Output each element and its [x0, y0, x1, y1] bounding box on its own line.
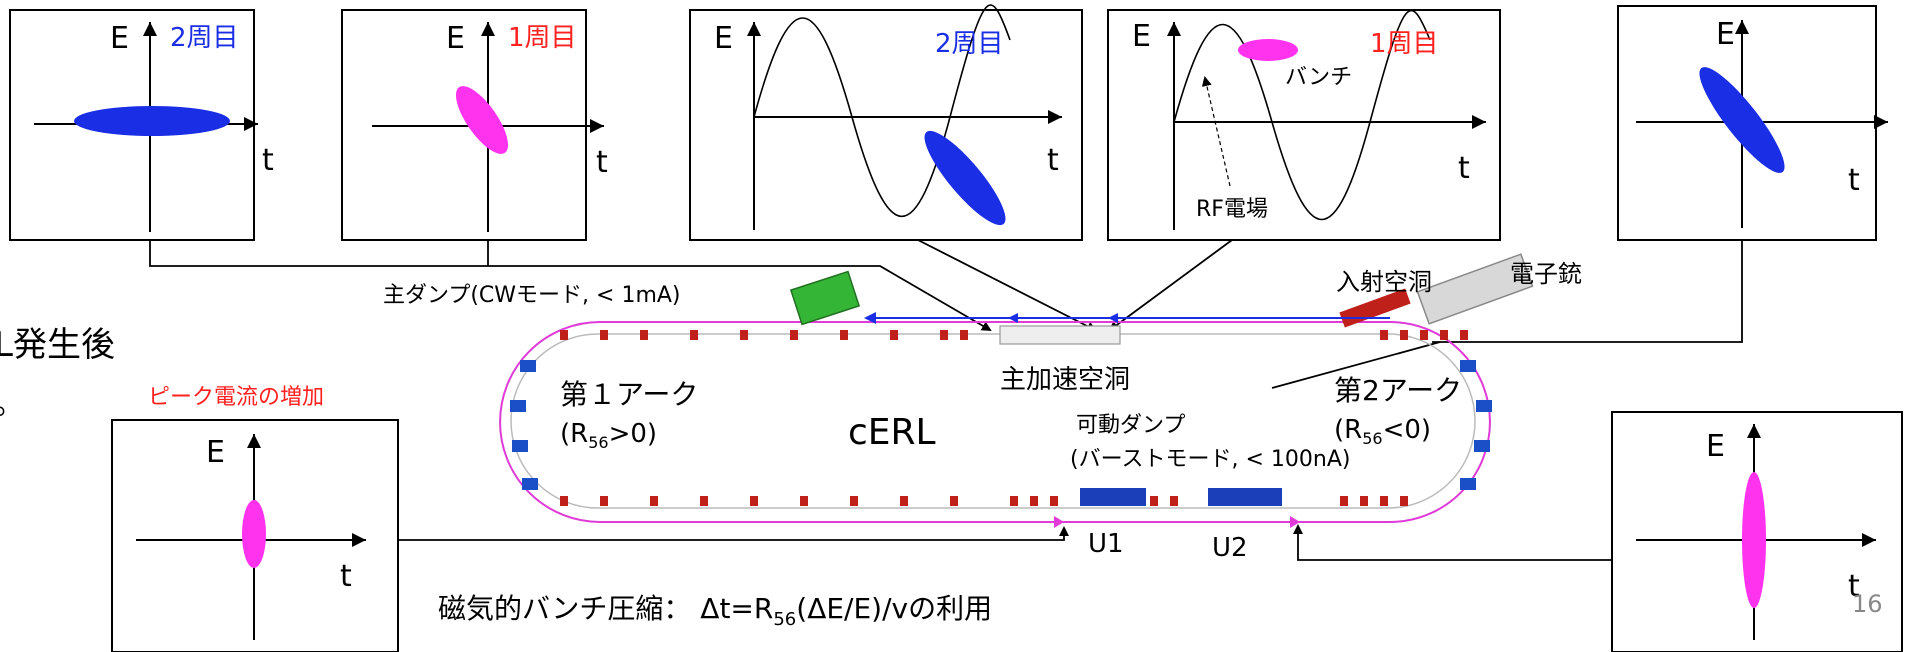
phase-space-panel-2: E t 1周目 [341, 9, 608, 241]
undulator-u2 [1208, 488, 1282, 506]
peak-current-label: ピーク電流の増加 [148, 385, 324, 410]
time-axis-label: t [1458, 151, 1470, 186]
main-dump-block [789, 270, 861, 326]
bunch-ellipse [74, 106, 230, 136]
bunch-ellipse [1238, 39, 1298, 61]
turn-label: 1周目 [508, 23, 577, 53]
u2-label: U2 [1212, 533, 1248, 563]
undulator-u1 [1080, 488, 1146, 506]
rf-sine-wave [1173, 9, 1431, 221]
rf-field-pointer [1201, 76, 1231, 187]
u1-label: U1 [1088, 529, 1124, 559]
cerl-label: cERL [848, 412, 936, 453]
electron-gun-block [1416, 253, 1534, 325]
page-number: 16 [1852, 590, 1883, 618]
injector-cavity-label: 入射空洞 [1336, 268, 1432, 296]
phase-space-panel-7: E t [1611, 411, 1903, 652]
energy-axis-label: E [446, 21, 465, 56]
connector-lines [149, 239, 1743, 561]
cerl-ring [499, 253, 1534, 528]
bunch-ellipse [1742, 472, 1766, 608]
arc1-label: 第１アーク [560, 378, 698, 411]
phase-space-panel-6: E t [111, 419, 399, 652]
main-dump-label: 主ダンプ(CWモード, < 1mA) [383, 283, 681, 308]
phase-space-panel-1: E t 2周目 [9, 9, 274, 241]
arc2-label: 第2アーク [1334, 374, 1462, 407]
time-axis-label: t [1848, 163, 1860, 198]
time-axis-label: t [262, 143, 274, 178]
phase-space-panel-5: E t [1617, 5, 1888, 241]
turn-label: 2周目 [935, 29, 1004, 59]
burst-mode-label: (バーストモード, < 100nA) [1070, 447, 1350, 472]
compression-formula: 磁気的バンチ圧縮： Δt=R56(ΔE/E)/vの利用 [438, 592, 992, 630]
left-cut-dot: 。 [0, 387, 24, 422]
beamline [510, 333, 1476, 509]
energy-axis-label: E [1706, 429, 1725, 464]
rf-wave-panel-2nd-turn: E t 2周目 [689, 4, 1083, 241]
arc2-r: (R56<0) [1334, 415, 1431, 448]
energy-axis-label: E [1716, 17, 1735, 52]
bunch-ellipse [1699, 67, 1785, 173]
rf-sine-wave [753, 4, 1011, 218]
bunch-ellipse [455, 86, 509, 154]
left-cut-text: L発生後 [0, 325, 115, 365]
time-axis-label: t [596, 145, 608, 180]
bunch-ellipse [924, 130, 1006, 226]
main-cavity-label: 主加速空洞 [1000, 365, 1130, 395]
movable-dump-label: 可動ダンプ [1076, 413, 1185, 438]
energy-axis-label: E [714, 21, 733, 56]
energy-axis-label: E [1132, 19, 1151, 54]
arc1-r: (R56>0) [560, 419, 657, 452]
main-cavity-block [999, 325, 1121, 345]
turn-label: 2周目 [170, 23, 239, 53]
turn-label: 1周目 [1370, 29, 1439, 59]
bunch-label: バンチ [1285, 65, 1352, 90]
energy-axis-label: E [110, 21, 129, 56]
rf-wave-panel-1st-turn: E t 1周目 バンチ RF電場 [1107, 9, 1501, 241]
bunch-ellipse [242, 500, 266, 568]
rf-field-label: RF電場 [1196, 197, 1268, 222]
energy-axis-label: E [206, 435, 225, 470]
time-axis-label: t [340, 559, 352, 594]
time-axis-label: t [1047, 143, 1059, 178]
time-axis-label: t [1848, 569, 1860, 604]
electron-gun-label: 電子銃 [1510, 260, 1582, 288]
